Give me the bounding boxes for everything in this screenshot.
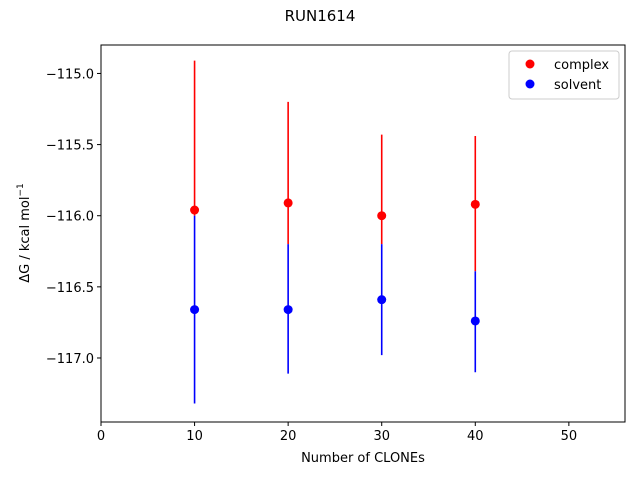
plot-frame xyxy=(100,44,626,423)
x-tick-label: 10 xyxy=(186,429,203,444)
solvent-point xyxy=(190,305,200,315)
y-axis-label-main: ΔG / kcal mol xyxy=(18,197,33,283)
y-axis-label-superscript: −1 xyxy=(16,183,26,196)
solvent-point xyxy=(377,295,387,305)
legend-box xyxy=(508,50,620,100)
legend-marker-solvent xyxy=(525,79,535,89)
complex-point xyxy=(470,199,480,209)
x-axis-label: Number of CLONEs xyxy=(301,451,425,466)
complex-point xyxy=(377,211,387,221)
solvent-point xyxy=(283,305,293,315)
solvent-point xyxy=(470,316,480,326)
complex-point xyxy=(190,205,200,215)
x-tick-label: 50 xyxy=(561,429,578,444)
y-tick-label: −116.5 xyxy=(46,281,94,296)
legend-marker-complex xyxy=(525,59,535,69)
legend: complex solvent xyxy=(508,50,620,100)
plot-area xyxy=(190,60,480,404)
x-axis: 0 10 20 30 40 50 xyxy=(97,422,577,444)
x-tick-label: 20 xyxy=(280,429,297,444)
x-tick-label: 40 xyxy=(467,429,484,444)
y-axis-label: ΔG / kcal mol−1 xyxy=(16,183,33,283)
legend-label-complex: complex xyxy=(554,58,609,73)
y-tick-label: −116.0 xyxy=(46,210,94,225)
y-tick-label: −117.0 xyxy=(46,352,94,367)
legend-label-solvent: solvent xyxy=(554,78,601,93)
y-axis: −115.0 −115.5 −116.0 −116.5 −117.0 xyxy=(46,67,101,367)
chart-title: RUN1614 xyxy=(285,7,356,25)
x-tick-label: 0 xyxy=(97,429,105,444)
y-tick-label: −115.5 xyxy=(46,139,94,154)
complex-point xyxy=(283,198,293,208)
y-tick-label: −115.0 xyxy=(46,67,94,82)
x-tick-label: 30 xyxy=(373,429,390,444)
